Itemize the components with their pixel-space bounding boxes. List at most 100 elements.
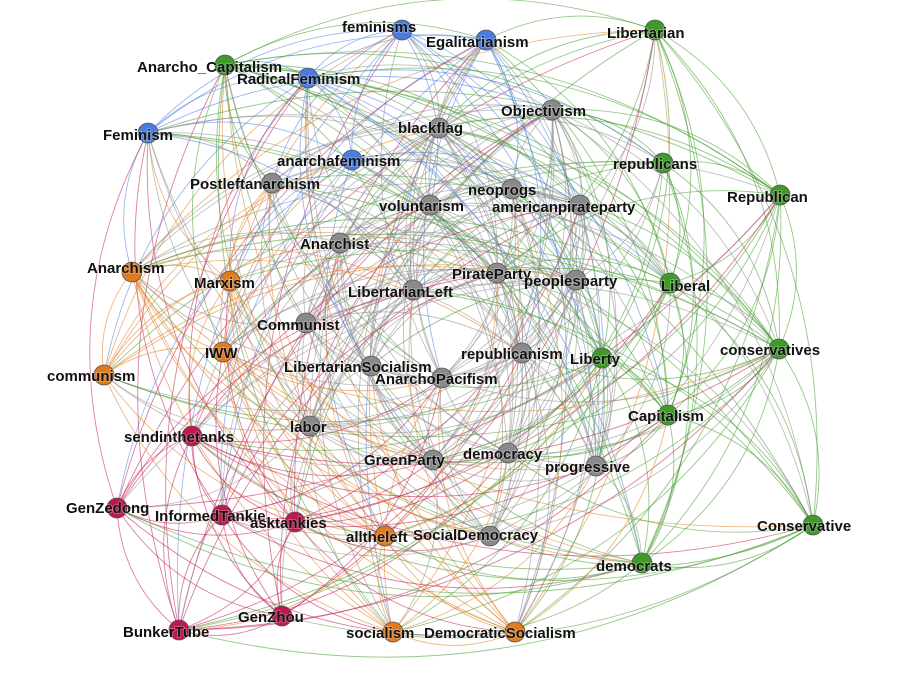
edge-Egalitarianism-alltheleft [368,39,487,537]
edge-republicanism-conservatives [521,348,780,380]
edge-Objectivism-Postleftanarchism [271,104,553,184]
edge-InformedTankie-BunkerTube [178,514,223,631]
edge-Anarcho_Capitalism-IWW [191,64,226,353]
edge-Marxism-communism [103,280,231,376]
node-LibertarianSocialism[interactable] [360,355,382,377]
edge-Anarcho_Capitalism-americanpirateparty [224,64,581,206]
node-IWW[interactable] [212,341,234,363]
edge-Feminism-InformedTankie [134,132,223,516]
edge-LibertarianLeft-Conservative [412,289,814,526]
node-republicans[interactable] [652,152,674,174]
edge-blackflag-communism [103,127,440,376]
edge-blackflag-Liberty [438,127,603,359]
node-GenZhou[interactable] [271,605,293,627]
edge-sendinthetanks-BunkerTube [163,435,193,631]
edge-neoprogs-labor [309,188,513,427]
node-Egalitarianism[interactable] [475,29,497,51]
edge-GreenParty-InformedTankie [221,459,434,520]
edge-Postleftanarchism-labor [260,182,311,427]
edge-progressive-socialism [392,465,597,633]
edge-Anarchism-republicanism [131,259,523,354]
node-asktankies[interactable] [284,511,306,533]
node-GenZedong[interactable] [106,497,128,519]
node-Libertarian[interactable] [644,19,666,41]
edge-Liberal-conservatives [669,282,780,350]
edge-Libertarian-GenZedong [116,29,656,509]
node-conservatives[interactable] [768,338,790,360]
edge-conservatives-socialism [392,348,780,633]
edge-Capitalism-democrats [641,414,675,564]
node-blackflag[interactable] [428,117,450,139]
node-feminisms[interactable] [391,19,413,41]
node-communism[interactable] [93,364,115,386]
node-Capitalism[interactable] [657,404,679,426]
edge-LibertarianLeft-IWW [222,288,414,353]
edge-Capitalism-labor [309,414,669,461]
node-Anarchist[interactable] [329,232,351,254]
node-label-LibertarianSocialism: LibertarianSocialism [284,359,432,376]
node-Republican[interactable] [769,184,791,206]
node-label-asktankies: asktankies [250,515,327,532]
edge-blackflag-DemocraticSocialism [438,127,540,633]
node-democrats[interactable] [631,552,653,574]
edge-republicans-Republican [662,160,781,196]
edge-Marxism-socialism [229,280,394,633]
node-progressive[interactable] [585,455,607,477]
edge-LibertarianSocialism-democracy [370,365,509,454]
node-Feminism[interactable] [137,122,159,144]
node-alltheleft[interactable] [374,525,396,547]
edge-labor-SocialDemocracy [309,425,491,537]
node-label-Anarchism: Anarchism [87,260,165,277]
edge-Libertarian-Republican [654,29,781,196]
edge-Objectivism-GreenParty [432,109,555,461]
edge-PirateParty-GenZedong [116,272,498,509]
node-Postleftanarchism[interactable] [261,172,283,194]
node-republicanism[interactable] [511,342,533,364]
edge-neoprogs-conservatives [511,188,780,350]
node-labor[interactable] [299,415,321,437]
node-SocialDemocracy[interactable] [479,525,501,547]
edge-Republican-conservatives [778,194,797,350]
node-anarchafeminism[interactable] [341,149,363,171]
node-AnarchoPacifism[interactable] [431,367,453,389]
node-Objectivism[interactable] [541,99,563,121]
node-RadicalFeminism[interactable] [297,67,319,89]
edge-labor-GenZedong [116,425,311,509]
node-americanpirateparty[interactable] [569,194,591,216]
node-Liberty[interactable] [591,347,613,369]
node-socialism[interactable] [382,621,404,643]
node-label-alltheleft: alltheleft [346,529,408,546]
node-Anarchism[interactable] [121,261,143,283]
node-voluntarism[interactable] [419,194,441,216]
edge-sendinthetanks-Conservative [191,435,814,557]
node-PirateParty[interactable] [486,262,508,284]
edge-neoprogs-progressive [511,188,600,467]
edge-Liberty-socialism [392,357,603,633]
node-label-peoplesparty: peoplesparty [524,273,618,290]
node-Communist[interactable] [295,312,317,334]
node-Conservative[interactable] [802,514,824,536]
node-neoprogs[interactable] [501,178,523,200]
node-sendinthetanks[interactable] [181,425,203,447]
node-label-PirateParty: PirateParty [452,266,532,283]
node-Anarcho_Capitalism[interactable] [214,54,236,76]
node-GreenParty[interactable] [422,449,444,471]
edge-blackflag-sendinthetanks [191,127,440,437]
node-label-LibertarianLeft: LibertarianLeft [348,284,453,301]
edge-Republican-Capitalism [667,194,781,416]
node-InformedTankie[interactable] [211,504,233,526]
edge-Libertarian-americanpirateparty [579,29,656,206]
node-DemocraticSocialism[interactable] [504,621,526,643]
edge-progressive-democrats [595,465,643,564]
node-democracy[interactable] [497,442,519,464]
edge-PirateParty-LibertarianSocialism [370,272,498,367]
node-LibertarianLeft[interactable] [402,279,424,301]
edge-RadicalFeminism-Feminism [147,76,309,134]
edge-Anarcho_Capitalism-GreenParty [224,64,434,461]
node-Liberal[interactable] [659,272,681,294]
edge-Postleftanarchism-Liberal [271,174,671,284]
edge-americanpirateparty-progressive [579,204,618,467]
node-BunkerTube[interactable] [168,619,190,641]
node-Marxism[interactable] [219,270,241,292]
node-peoplesparty[interactable] [565,269,587,291]
